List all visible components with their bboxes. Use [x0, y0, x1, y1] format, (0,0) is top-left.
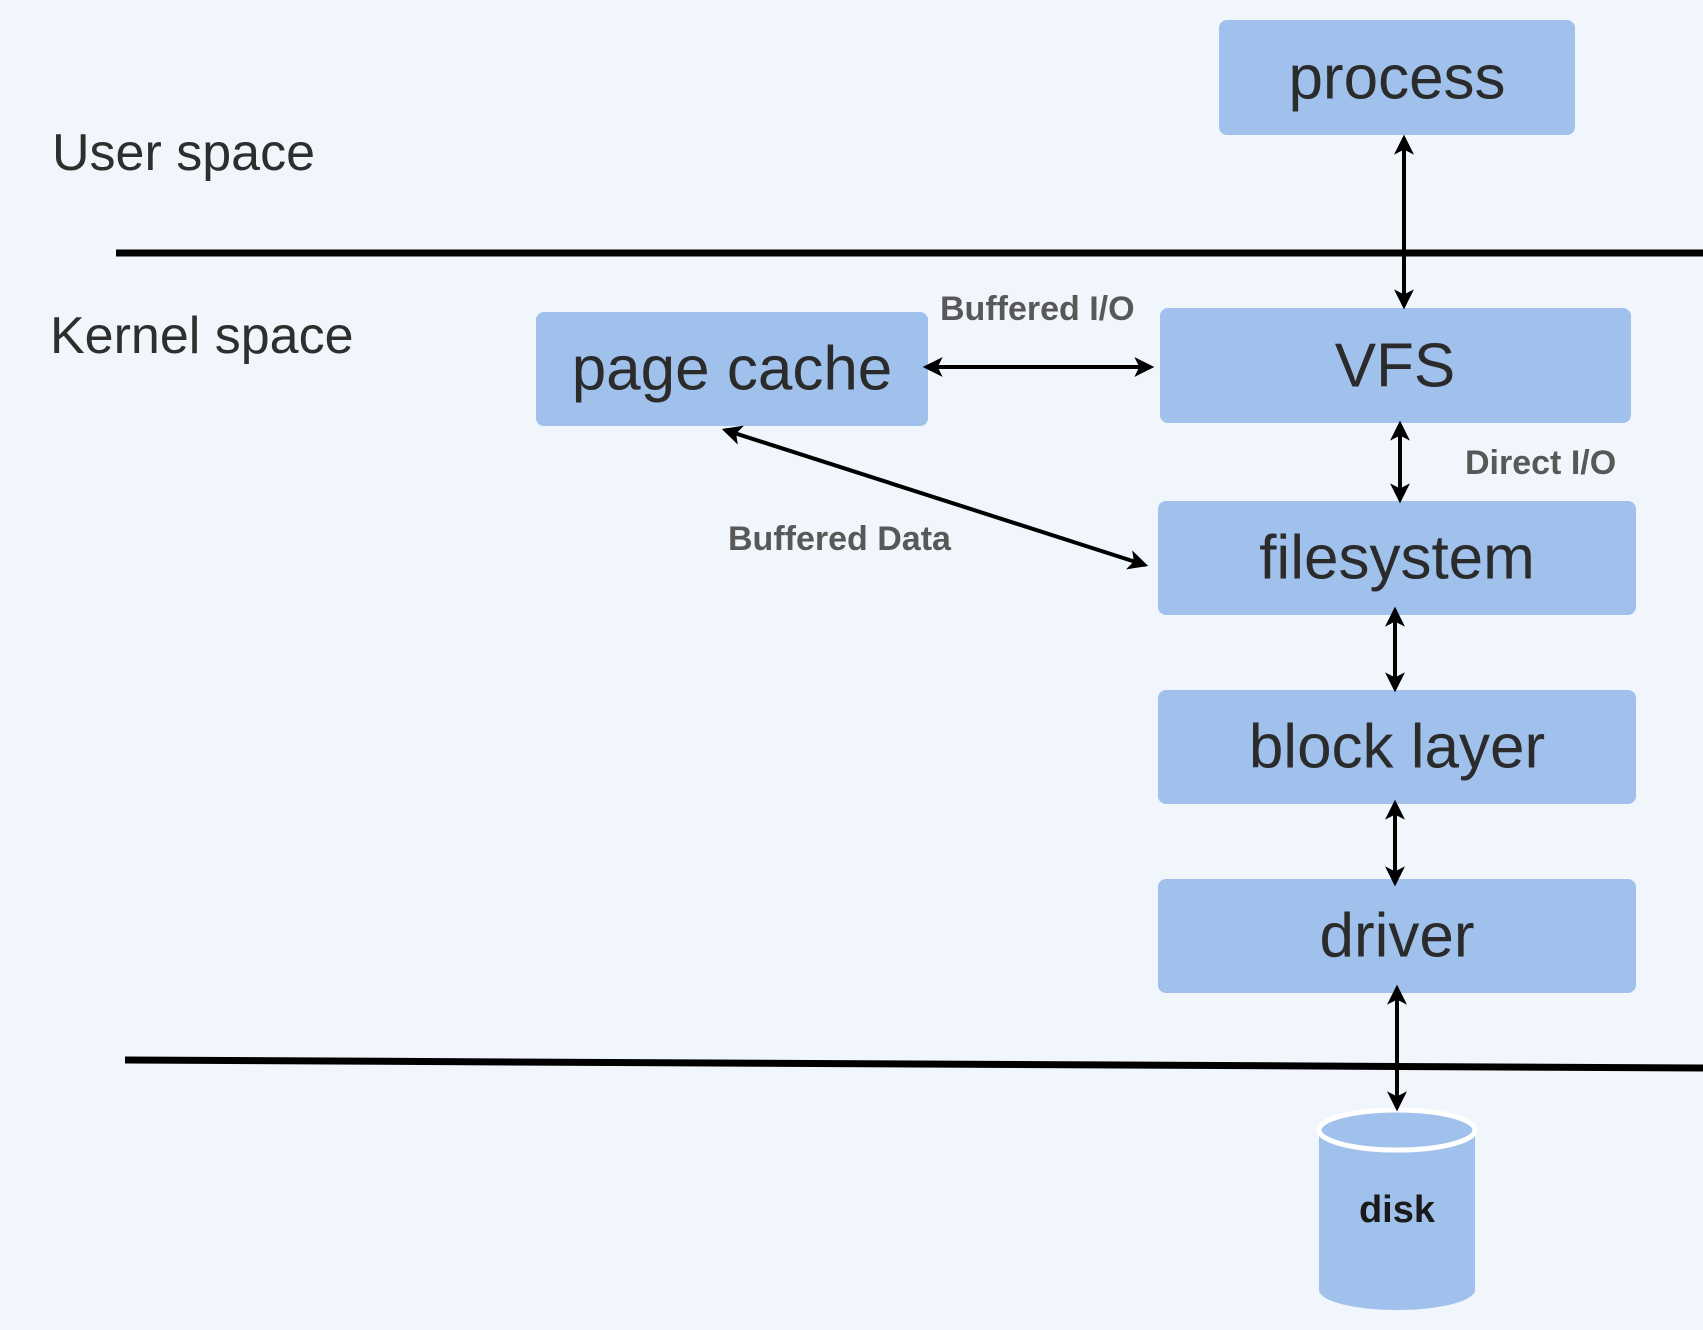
- page-cache-label: page cache: [572, 335, 893, 404]
- process-box: process: [1219, 20, 1575, 135]
- page-cache-box: page cache: [536, 312, 928, 426]
- block-layer-label: block layer: [1249, 713, 1545, 782]
- kernel-space-label: Kernel space: [50, 307, 354, 365]
- buffered-data-label: Buffered Data: [728, 520, 952, 558]
- driver-box: driver: [1158, 879, 1636, 993]
- process-label: process: [1288, 44, 1505, 113]
- disk-cylinder: disk: [1316, 1107, 1478, 1310]
- filesystem-box: filesystem: [1158, 501, 1636, 615]
- buffered-io-label: Buffered I/O: [940, 290, 1135, 328]
- block-layer-box: block layer: [1158, 690, 1636, 804]
- driver-label: driver: [1319, 902, 1474, 971]
- disk-label: disk: [1359, 1189, 1436, 1231]
- filesystem-label: filesystem: [1259, 524, 1535, 593]
- user-space-label: User space: [52, 124, 315, 182]
- pagecache-filesystem-arrow: [721, 425, 1149, 570]
- vfs-label: VFS: [1335, 332, 1456, 401]
- direct-io-label: Direct I/O: [1465, 444, 1616, 482]
- vfs-box: VFS: [1160, 308, 1631, 423]
- kernel-hardware-divider: [124, 1056, 1703, 1072]
